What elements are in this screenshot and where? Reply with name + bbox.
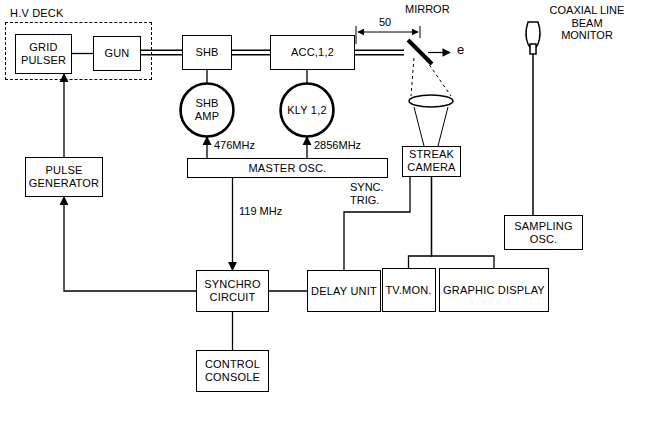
beam-pipe xyxy=(232,52,270,53)
wire xyxy=(306,137,307,158)
node-label: MASTER OSC. xyxy=(249,162,327,175)
part-name: COAXIAL LINE BEAM MONITOR xyxy=(545,4,629,42)
node-label: PULSE GENERATOR xyxy=(28,164,100,189)
beam-pipe xyxy=(141,52,182,53)
generator-box: PULSE GENERATOR xyxy=(25,157,103,197)
wire xyxy=(232,178,233,270)
oscilloscope-box: SAMPLING OSC. xyxy=(504,215,583,250)
wire xyxy=(206,137,207,158)
part-name: MIRROR xyxy=(404,3,451,16)
wire xyxy=(206,70,207,83)
frequency-label: 476MHz xyxy=(213,139,256,152)
node-label: KLY 1,2 xyxy=(287,104,327,117)
klystron-circle: KLY 1,2 xyxy=(280,83,334,137)
node-label: ACC,1,2 xyxy=(291,46,334,59)
signal-line xyxy=(232,312,233,350)
node-label: TV.MON. xyxy=(385,284,431,297)
frequency-label: 119 MHz xyxy=(238,205,283,218)
pipe-bore xyxy=(141,51,182,54)
node-label: SHB xyxy=(195,46,218,59)
frequency-label: SYNC. TRIG. xyxy=(349,181,387,206)
wire xyxy=(232,312,233,350)
signal-line xyxy=(344,177,410,271)
synchro-box: SYNCHRO CIRCUIT xyxy=(196,270,269,312)
wire xyxy=(64,197,196,291)
wire xyxy=(63,74,64,157)
signal-line xyxy=(207,70,208,83)
node-label: H.V DECK xyxy=(10,7,64,20)
deck-enclosure: H.V DECKGRID PULSERGUN xyxy=(5,22,152,80)
console-box: CONTROL CONSOLE xyxy=(196,350,269,392)
node-label: GRID PULSER xyxy=(18,41,69,66)
delay-box: DELAY UNIT xyxy=(307,270,381,312)
signal-line xyxy=(432,177,495,269)
node-label: CONTROL CONSOLE xyxy=(199,358,266,383)
camera-box: STREAK CAMERA xyxy=(402,146,461,177)
node-label: SHB AMP xyxy=(187,97,227,122)
wire xyxy=(269,290,307,291)
node-label: STREAK CAMERA xyxy=(405,148,458,173)
signal-line xyxy=(269,291,307,292)
pipe-wall xyxy=(141,50,182,56)
wire xyxy=(344,177,410,271)
amplifier-circle: SHB AMP xyxy=(180,83,234,137)
oscillator-box: MASTER OSC. xyxy=(187,158,388,178)
dimension-value: 50 xyxy=(378,16,392,29)
display-box: GRAPHIC DISPLAY xyxy=(439,268,549,312)
beam-pipe xyxy=(354,52,406,53)
node-label: GUN xyxy=(104,47,129,60)
signal-line xyxy=(207,137,208,158)
wire xyxy=(72,53,93,54)
pipe-bore xyxy=(232,51,270,54)
beam-monitor xyxy=(526,22,540,215)
signal-line xyxy=(72,53,93,54)
frequency-label: 2856MHz xyxy=(313,139,362,152)
light-path xyxy=(409,58,453,146)
beam-arrow xyxy=(428,52,450,53)
signal-line xyxy=(232,178,233,270)
accelerator-box: ACC,1,2 xyxy=(270,35,355,70)
circle-shape xyxy=(181,84,234,137)
monitor-box: TV.MON. xyxy=(382,268,436,312)
node-label: GRAPHIC DISPLAY xyxy=(443,284,545,297)
node-label: SAMPLING OSC. xyxy=(507,220,580,245)
beam-symbol: e xyxy=(456,43,465,58)
node-label: SYNCHRO CIRCUIT xyxy=(199,278,266,303)
pipe-wall xyxy=(232,50,270,56)
circle-shape xyxy=(281,84,334,137)
wire xyxy=(306,70,307,83)
gun-box: GUN xyxy=(93,36,141,71)
wire xyxy=(432,177,495,269)
signal-line xyxy=(64,197,196,291)
wire xyxy=(409,177,432,269)
signal-line xyxy=(409,177,432,269)
pulser-box: GRID PULSER xyxy=(15,34,72,74)
signal-line xyxy=(307,137,308,158)
buncher-box: SHB xyxy=(182,35,232,70)
signal-line xyxy=(307,70,308,83)
node-label: DELAY UNIT xyxy=(311,285,377,298)
signal-line xyxy=(64,74,65,157)
